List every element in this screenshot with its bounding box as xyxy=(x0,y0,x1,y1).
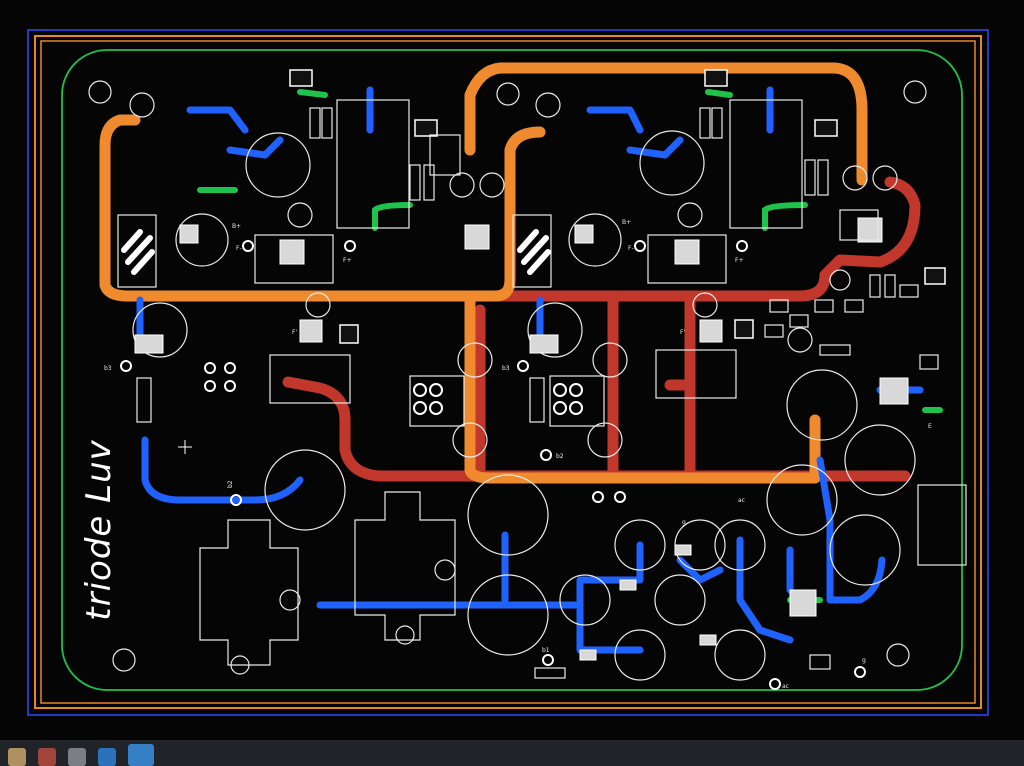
origin-marker xyxy=(178,440,192,454)
label-f-plus-2: F+ xyxy=(735,257,743,264)
cap-large xyxy=(829,514,901,586)
connector-box xyxy=(549,375,605,427)
regulator-box xyxy=(254,234,334,284)
cap-small xyxy=(535,92,561,118)
label-ac-1: ac xyxy=(738,497,745,504)
cap-medium xyxy=(457,342,493,378)
cap-small xyxy=(829,269,851,291)
pcb-layout-canvas[interactable]: triode Luv B+ B+ F- F+ F- F+ F' F' b3 b3… xyxy=(0,0,1024,745)
transformer-hole xyxy=(230,655,250,675)
label-b3-2: b3 xyxy=(502,365,510,372)
connector-box xyxy=(409,375,465,427)
cap-small xyxy=(677,202,703,228)
cap-medium xyxy=(592,342,628,378)
cap-large xyxy=(786,369,858,441)
app-icon-5[interactable] xyxy=(128,744,154,766)
cap-small xyxy=(479,172,505,198)
monitor-bezel xyxy=(0,740,1024,766)
red-traces xyxy=(282,176,921,482)
cap-small xyxy=(449,172,475,198)
board-title: triode Luv xyxy=(79,439,119,620)
cap-small xyxy=(692,292,718,318)
cap-medium xyxy=(132,302,188,358)
mount-hole xyxy=(886,643,910,667)
regulator-box xyxy=(729,99,803,229)
label-g-1: g xyxy=(682,519,686,526)
label-b3-1: b3 xyxy=(104,365,112,372)
label-b2-2: b2 xyxy=(556,453,564,460)
label-f-prime-2: F' xyxy=(680,329,685,336)
keepout-orange-outer xyxy=(34,35,982,709)
cap-small xyxy=(872,165,898,191)
pads xyxy=(134,217,909,661)
inductor-box xyxy=(512,214,552,288)
label-b-plus-2: B+ xyxy=(622,219,631,226)
cap-small xyxy=(305,292,331,318)
board-edge-green xyxy=(61,49,963,691)
orange-traces xyxy=(99,62,868,484)
label-b1: b1 xyxy=(542,647,550,654)
cap-small xyxy=(787,327,813,353)
regulator-box xyxy=(655,349,737,399)
triode-socket-2 xyxy=(639,130,705,196)
transformer-outline-1 xyxy=(199,519,299,666)
logo-stripes xyxy=(121,229,551,275)
regulator-box xyxy=(336,99,410,229)
terminal-connectors xyxy=(289,69,946,344)
regulator-box xyxy=(647,234,727,284)
label-ac-2: ac xyxy=(782,683,789,690)
resistors xyxy=(136,107,896,679)
cap-medium xyxy=(587,422,623,458)
cap-medium xyxy=(568,213,622,267)
mount-hole xyxy=(903,80,927,104)
blue-traces xyxy=(136,86,924,654)
transformer-hole xyxy=(395,625,415,645)
cap-large xyxy=(766,464,838,536)
outline-blue xyxy=(27,29,989,716)
app-icon-2[interactable] xyxy=(38,748,56,766)
app-icon-3[interactable] xyxy=(68,748,86,766)
rectifier-caps xyxy=(559,519,766,681)
mount-hole xyxy=(496,82,520,106)
cap-small xyxy=(129,92,155,118)
connector-box xyxy=(917,484,967,566)
label-f-prime-1: F' xyxy=(292,329,297,336)
cap-medium xyxy=(175,213,229,267)
label-e: E xyxy=(928,423,932,430)
transformer-outline-2 xyxy=(354,491,456,641)
taskbar xyxy=(0,742,154,766)
cap-small xyxy=(287,202,313,228)
cap-large xyxy=(467,474,549,556)
mount-hole xyxy=(88,80,112,104)
label-b-plus-1: B+ xyxy=(232,223,241,230)
keepout-orange-inner xyxy=(40,40,976,704)
cap-medium xyxy=(452,422,488,458)
cap-large xyxy=(264,449,346,531)
label-f-minus-1: F- xyxy=(236,245,242,252)
cap-medium xyxy=(527,302,583,358)
app-icon-1[interactable] xyxy=(8,748,26,766)
small-ics xyxy=(429,134,939,670)
mount-hole xyxy=(112,648,136,672)
label-g-2: g xyxy=(862,657,866,664)
app-icon-4[interactable] xyxy=(98,748,116,766)
regulator-box xyxy=(269,354,351,404)
label-f-plus-1: F+ xyxy=(343,257,351,264)
label-f-minus-2: F- xyxy=(628,245,634,252)
cap-large xyxy=(844,424,916,496)
cap-large xyxy=(467,574,549,656)
pins xyxy=(120,240,866,690)
cap-small xyxy=(842,165,868,191)
inductor-box xyxy=(117,214,157,288)
label-b2-1: b2 xyxy=(227,480,234,488)
triode-socket-1 xyxy=(245,132,311,198)
